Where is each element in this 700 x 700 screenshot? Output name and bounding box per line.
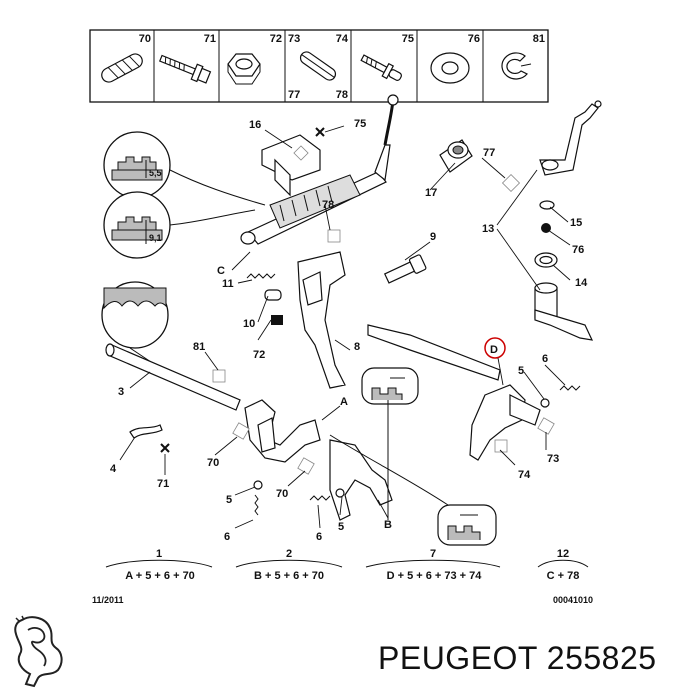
nut-72 — [271, 315, 283, 325]
label-8: 8 — [354, 341, 360, 353]
dimension-9-1: 9,1 — [149, 233, 162, 243]
leader-lines — [119, 125, 571, 529]
selector-shaft-assembly — [240, 94, 399, 245]
roll-pin-icon — [299, 51, 337, 81]
label-3: 3 — [118, 386, 124, 398]
kit-formula-1: A + 5 + 6 + 70 — [125, 570, 195, 582]
kit-number-1: 1 — [156, 548, 162, 560]
label-70-left: 70 — [207, 457, 219, 469]
legend-num-73: 73 — [288, 33, 300, 45]
label-A: A — [340, 396, 348, 408]
pin-9 — [383, 254, 427, 284]
detail-circle-3 — [101, 281, 169, 349]
part-number: 255825 — [546, 640, 657, 676]
legend-num-75: 75 — [402, 33, 414, 45]
rod-3 — [105, 343, 241, 411]
label-10: 10 — [243, 318, 255, 330]
label-D: D — [490, 344, 498, 356]
part-labels: 16 75 77 17 78 15 13 76 9 14 C 11 10 72 … — [110, 118, 588, 543]
fork-A — [244, 399, 321, 463]
detail-box-top — [361, 367, 419, 405]
callout-markers — [212, 145, 555, 475]
label-5-right: 5 — [518, 365, 524, 377]
ball-5-right — [540, 398, 550, 408]
knurled-pin-icon — [101, 53, 143, 83]
x-mark-71 — [160, 443, 170, 453]
spring-11 — [246, 273, 276, 279]
label-78: 78 — [322, 199, 334, 211]
fork-B — [329, 439, 393, 521]
footer-date: 11/2011 — [92, 595, 124, 605]
detail-circle-1: 5,5 — [103, 131, 171, 199]
plunger-10 — [264, 289, 282, 301]
label-6-mid: 6 — [316, 531, 322, 543]
label-16: 16 — [249, 119, 261, 131]
label-81: 81 — [193, 341, 205, 353]
bush-17 — [439, 139, 473, 173]
label-70-mid: 70 — [276, 488, 288, 500]
bolt-icon — [158, 54, 212, 84]
label-14: 14 — [575, 277, 588, 289]
legend-num-71: 71 — [204, 33, 216, 45]
label-5-left: 5 — [226, 494, 232, 506]
legend-num-78: 78 — [336, 89, 348, 101]
dimension-5-5: 5,5 — [149, 168, 162, 178]
label-74: 74 — [518, 469, 531, 481]
label-77: 77 — [483, 147, 495, 159]
label-72: 72 — [253, 349, 265, 361]
gear-lever-assembly — [534, 100, 602, 341]
label-76: 76 — [572, 244, 584, 256]
footer-code: 00041010 — [553, 595, 593, 605]
spring-6-right — [559, 385, 581, 391]
hex-nut-icon — [227, 53, 261, 85]
kit-number-7: 7 — [430, 548, 436, 560]
highlight-circle-d — [484, 337, 506, 359]
kit-formula-2: B + 5 + 6 + 70 — [254, 570, 324, 582]
x-mark-75 — [315, 127, 325, 137]
label-17: 17 — [425, 187, 437, 199]
kit-number-12: 12 — [557, 548, 569, 560]
label-73: 73 — [547, 453, 559, 465]
label-75: 75 — [354, 118, 366, 130]
kit-formula-12: C + 78 — [547, 570, 580, 582]
label-13: 13 — [482, 223, 494, 235]
spring-6-mid — [309, 495, 331, 501]
legend-box: 70 71 72 73 74 77 78 75 76 81 — [89, 29, 549, 103]
detail-box-bottom — [437, 504, 497, 546]
label-71: 71 — [157, 478, 169, 490]
kit-formulas: 1 A + 5 + 6 + 70 2 B + 5 + 6 + 70 7 D + … — [105, 548, 589, 582]
legend-num-74: 74 — [336, 33, 349, 45]
legend-num-70: 70 — [139, 33, 151, 45]
fork-D — [367, 324, 541, 461]
fork-8 — [297, 251, 346, 389]
circlip-icon — [501, 52, 532, 80]
legend-num-81: 81 — [533, 33, 545, 45]
spring-6-left — [254, 494, 259, 516]
washer-icon — [430, 52, 470, 84]
label-6-right: 6 — [542, 353, 548, 365]
clip-4 — [129, 424, 163, 439]
brand-part-number: PEUGEOT 255825 — [378, 640, 657, 677]
peugeot-lion-logo-icon — [14, 615, 63, 688]
label-15: 15 — [570, 217, 582, 229]
legend-num-77: 77 — [288, 89, 300, 101]
stud-icon — [360, 54, 402, 81]
ball-5-left — [253, 480, 263, 490]
legend-num-76: 76 — [468, 33, 480, 45]
brand-name: PEUGEOT — [378, 640, 538, 676]
label-4: 4 — [110, 463, 117, 475]
label-C: C — [217, 265, 225, 277]
label-5-mid: 5 — [338, 521, 344, 533]
kit-number-2: 2 — [286, 548, 292, 560]
label-9: 9 — [430, 231, 436, 243]
detail-circle-2: 9,1 — [103, 191, 171, 259]
ball-5-mid — [335, 488, 345, 498]
legend-num-72: 72 — [270, 33, 282, 45]
label-6-left: 6 — [224, 531, 230, 543]
label-11: 11 — [222, 278, 234, 290]
kit-formula-7: D + 5 + 6 + 73 + 74 — [387, 570, 483, 582]
label-B: B — [384, 519, 392, 531]
